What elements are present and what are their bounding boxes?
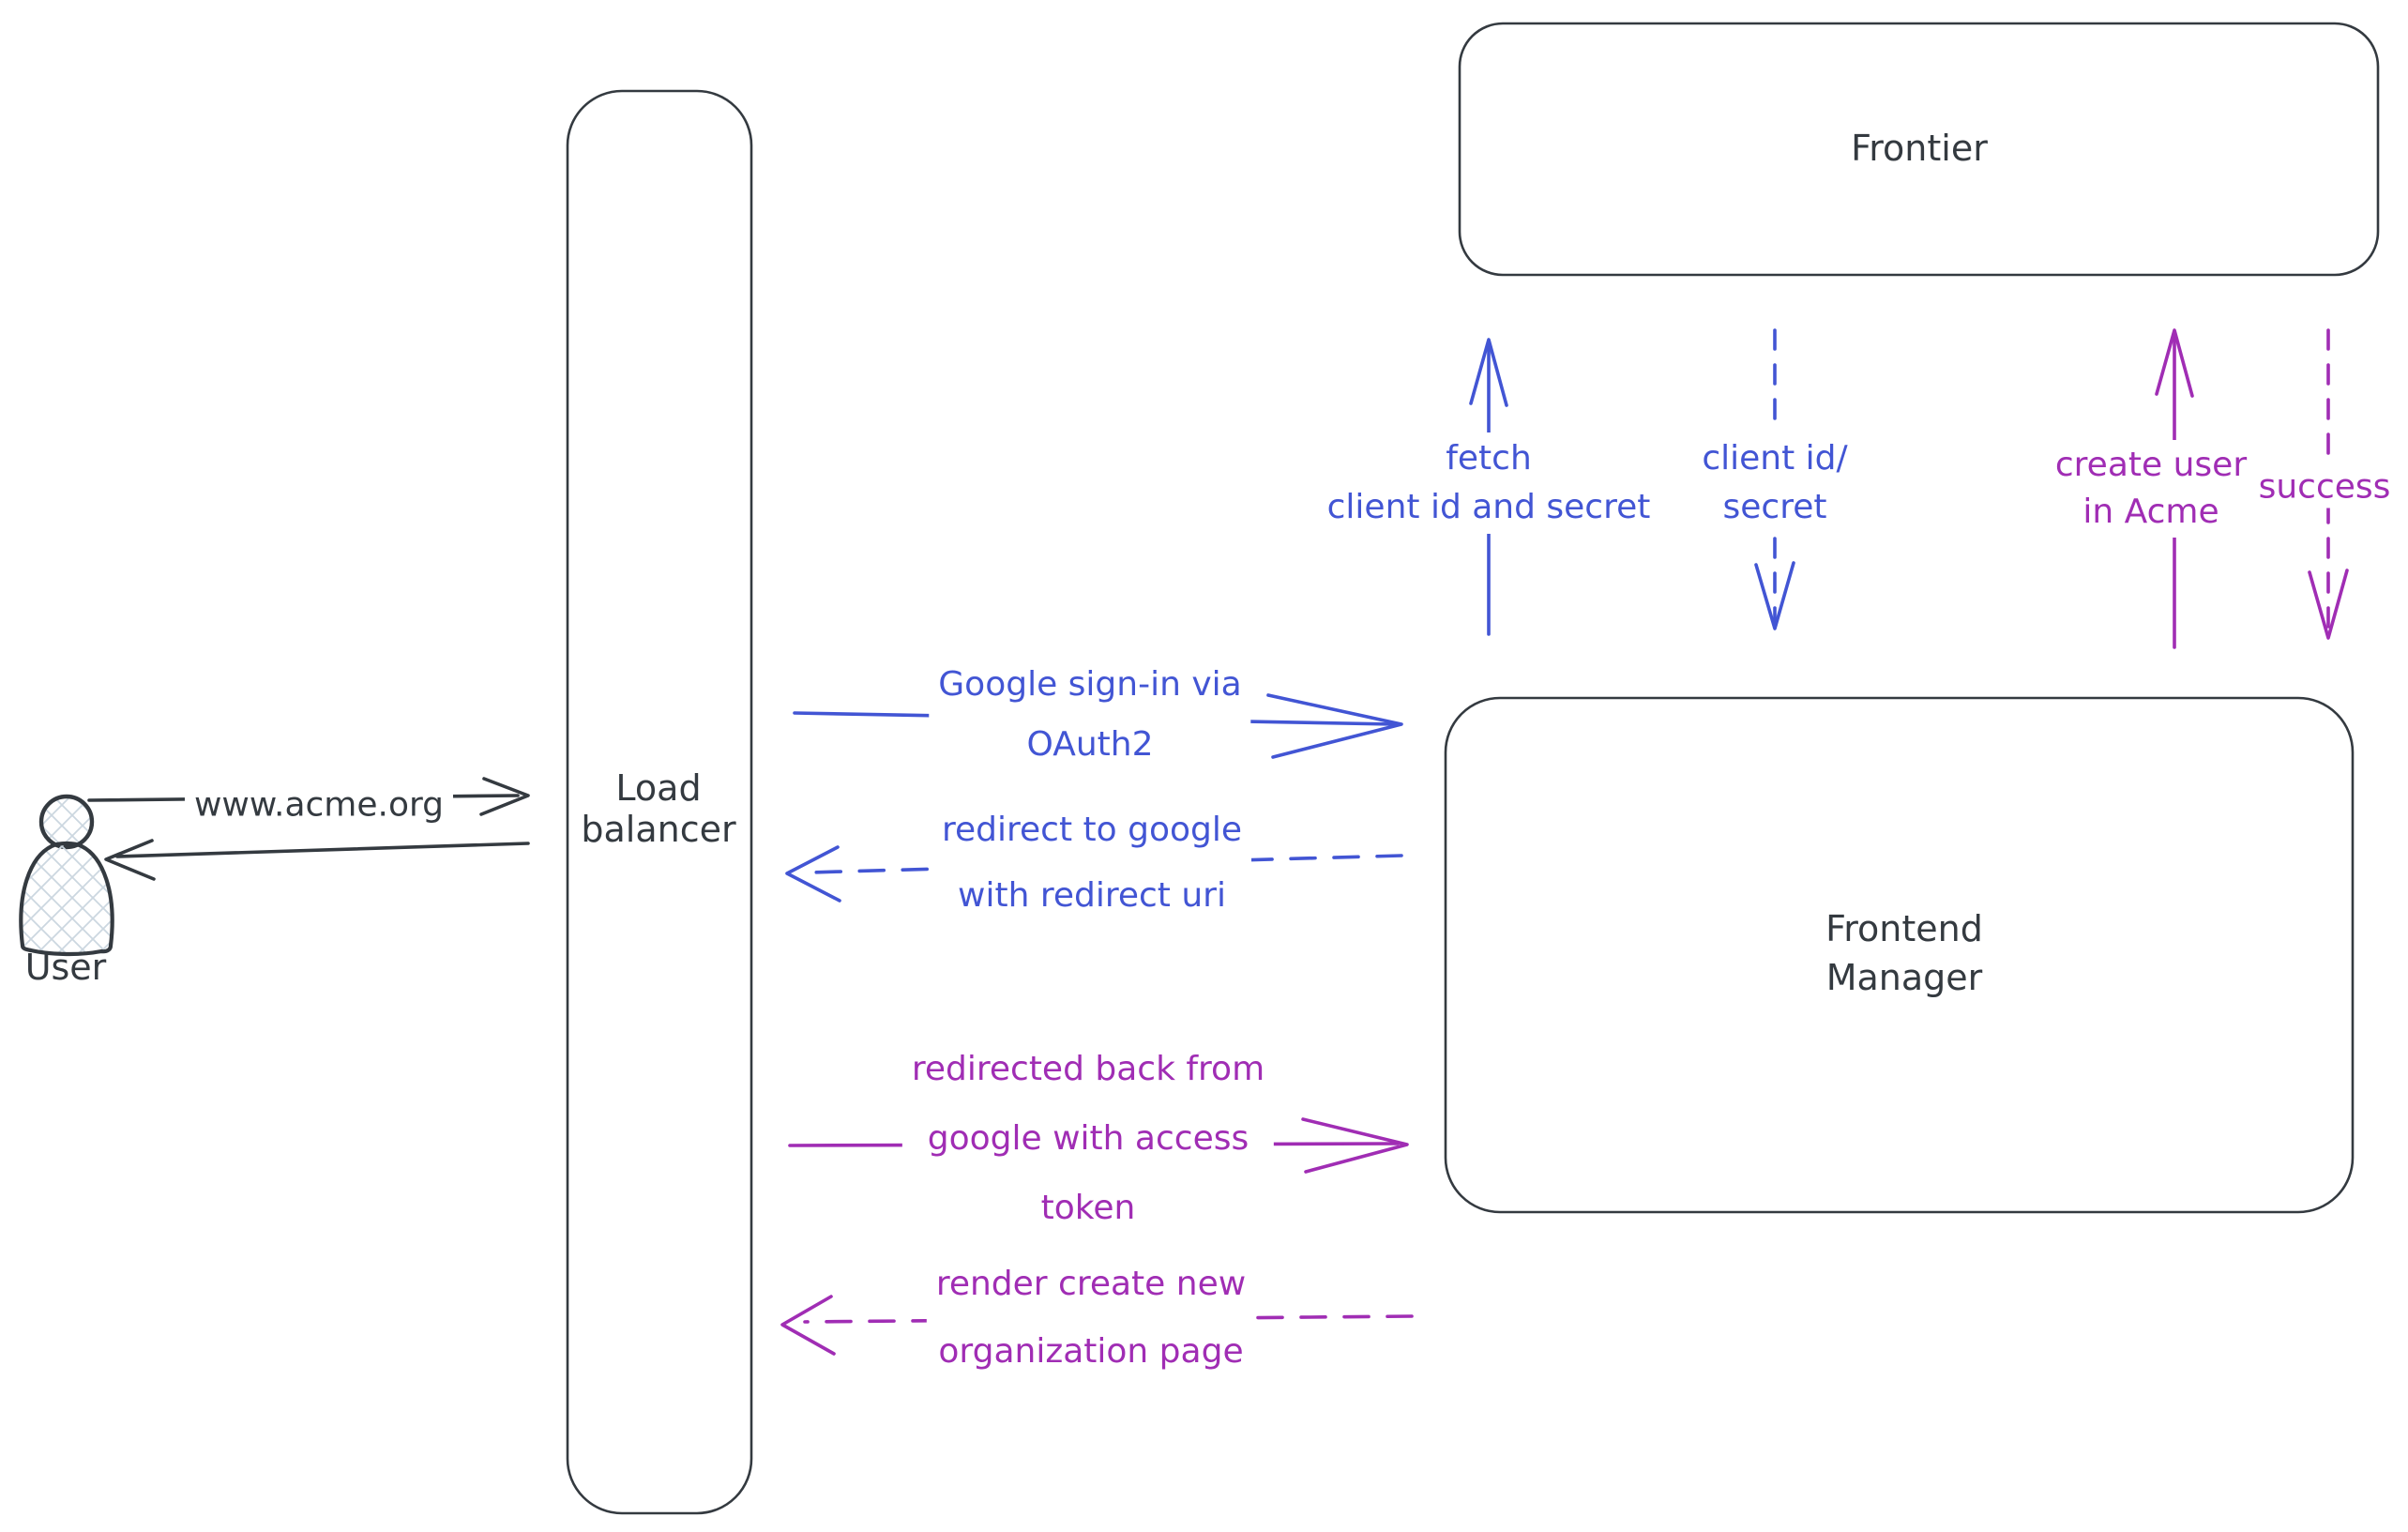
acme-request-label: www.acme.org	[184, 783, 454, 827]
success-label: success	[2249, 465, 2400, 508]
acme-response-arrow	[104, 839, 530, 881]
user-label: User	[24, 947, 107, 988]
frontier-label: Frontier	[1851, 128, 1988, 169]
redirect-google-arrow	[785, 845, 1403, 903]
create-user-label: create user in Acme	[2045, 440, 2257, 538]
redirected-back-label: redirected back from google with access …	[901, 1033, 1275, 1245]
fetch-secret-label: fetch client id and secret	[1317, 432, 1660, 534]
frontier-box	[1458, 22, 2380, 277]
load-balancer-box	[566, 89, 753, 1515]
google-signin-label: Google sign-in via OAuth2	[929, 653, 1251, 777]
user-icon	[19, 794, 114, 957]
render-org-page-label: render create new organization page	[926, 1249, 1256, 1388]
client-id-secret-label: client id/ secret	[1692, 432, 1857, 534]
frontend-manager-label: Frontend Manager	[1825, 908, 1983, 998]
frontend-manager-box	[1444, 696, 2355, 1214]
load-balancer-label: Load balancer	[581, 767, 736, 850]
redirect-google-label: redirect to google with redirect uri	[931, 796, 1252, 931]
